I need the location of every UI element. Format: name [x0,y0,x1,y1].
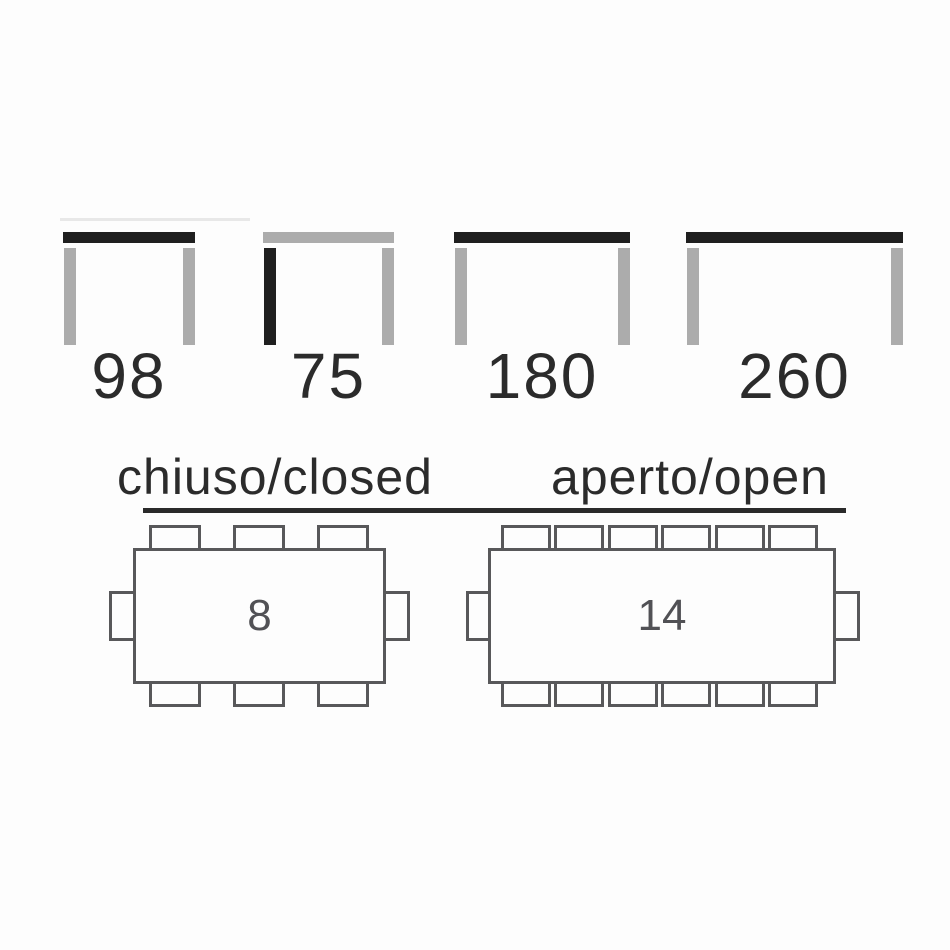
chair-right [383,591,410,641]
heading-open: aperto/open [551,449,829,505]
table-leg-right [891,248,903,345]
chair [714,525,765,551]
tabletop-bar [263,232,394,243]
divider-line [143,508,846,513]
plan-view-open: 14 [466,524,860,710]
chair [607,681,658,707]
chair [661,525,712,551]
table-leg-left [687,248,699,345]
tabletop-bar [454,232,630,243]
chair [233,681,285,707]
chair-row-top [501,525,818,551]
chair [149,681,201,707]
heading-closed: chiuso/closed [117,449,433,505]
table-leg-left [64,248,76,345]
chair [714,681,765,707]
dimension-label: 98 [91,340,167,412]
table-leg-right [382,248,394,345]
dimension-label: 180 [485,340,599,412]
chair-right [833,591,860,641]
chair [501,681,551,707]
chair [661,681,712,707]
side-view-width-98: 98 [63,232,195,422]
tabletop-bar [686,232,903,243]
side-view-length-180: 180 [454,232,630,422]
seat-count: 8 [247,591,272,640]
chair [317,681,369,707]
seat-count: 14 [637,591,687,640]
chair-row-bottom [501,681,818,707]
side-view-height-75: 75 [263,232,394,422]
chair-row-bottom [149,681,369,707]
table-top-outline: 8 [133,548,386,684]
chair [767,681,818,707]
chair [554,681,605,707]
table-top-outline: 14 [488,548,836,684]
table-leg-right [183,248,195,345]
table-leg-right [618,248,630,345]
table-leg-left [455,248,467,345]
chair [233,525,285,551]
dimension-label: 75 [290,340,367,412]
side-view-length-260: 260 [686,232,903,422]
dimension-label: 260 [738,340,851,412]
chair-left [109,591,136,641]
tabletop-bar [63,232,195,243]
table-leg-left [264,248,276,345]
plan-view-closed: 8 [109,524,410,710]
faint-shadow-line [60,218,250,221]
